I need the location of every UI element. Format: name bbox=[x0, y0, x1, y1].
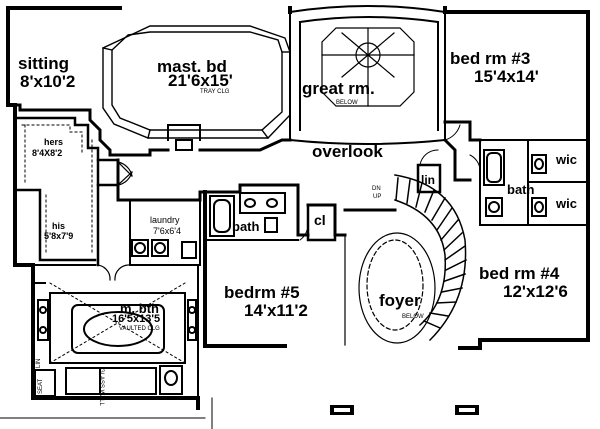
room-label-bed5: bedrm #5 bbox=[224, 283, 300, 302]
great-room-ceiling-motif bbox=[321, 27, 415, 107]
curved-stair bbox=[394, 174, 468, 342]
room-label-linen: lin bbox=[421, 173, 435, 187]
room-label-hers: hers bbox=[44, 137, 64, 147]
room-label-bath-center: bath bbox=[232, 219, 260, 234]
fixture-seat: SEAT bbox=[38, 378, 44, 394]
closet-walls bbox=[13, 116, 120, 267]
room-label-bed4: bed rm #4 bbox=[479, 264, 560, 283]
stair-label-dn: DN bbox=[372, 186, 381, 192]
room-note-master-bed: TRAY CLG bbox=[200, 89, 230, 95]
room-note-great-room: BELOW bbox=[336, 100, 358, 106]
room-note-foyer: BELOW bbox=[402, 314, 424, 320]
room-dim-bed4: 12'x12'6 bbox=[503, 282, 568, 301]
wall-openings-inner bbox=[334, 408, 475, 412]
room-dim-bed5: 14'x11'2 bbox=[244, 301, 308, 320]
room-label-wic-top: wic bbox=[556, 152, 577, 167]
closet-rods bbox=[21, 124, 93, 256]
room-label-sitting: sitting bbox=[18, 54, 69, 73]
outer-trim bbox=[0, 397, 213, 429]
center-bath bbox=[204, 192, 299, 241]
room-label-bath-right: bath bbox=[507, 182, 535, 197]
room-label-laundry: laundry bbox=[150, 215, 180, 225]
room-label-foyer: foyer bbox=[379, 291, 421, 310]
room-dim-master-bed: 21'6x15' bbox=[168, 71, 233, 90]
master-bath-doors bbox=[94, 264, 131, 281]
room-label-wic-bottom: wic bbox=[556, 196, 577, 211]
right-bath bbox=[479, 139, 589, 226]
room-label-great-room: great rm. bbox=[302, 79, 375, 98]
room-label-overlook: overlook bbox=[312, 142, 383, 161]
great-room bbox=[288, 5, 447, 145]
fixture-glass-wall: GLASS WALL bbox=[98, 368, 104, 406]
master-bed-tray-ceiling bbox=[102, 25, 291, 139]
room-dim-hers: 8'4X8'2 bbox=[32, 148, 63, 158]
room-label-master-bath: m. bth bbox=[120, 301, 159, 316]
wall-openings bbox=[330, 405, 479, 415]
foyer-ceiling bbox=[344, 232, 436, 346]
room-label-closet: cl bbox=[314, 212, 326, 228]
room-label-his: his bbox=[52, 221, 66, 231]
room-dim-his: 5'8x7'9 bbox=[44, 231, 74, 241]
fixture-lin: LIN bbox=[36, 358, 42, 368]
room-label-master-bed: mast. bd bbox=[157, 57, 227, 76]
room-label-bed3: bed rm #3 bbox=[450, 49, 531, 68]
master-bath-vault bbox=[49, 282, 186, 364]
fireplace bbox=[167, 124, 201, 151]
hall-doors bbox=[117, 161, 133, 186]
room-dim-master-bath: 16'5x13'5 bbox=[112, 313, 161, 325]
room-note-master-bath: VAULTED CLG bbox=[119, 326, 160, 332]
master-bath bbox=[32, 264, 199, 399]
room-dim-bed3: 15'4x14' bbox=[474, 67, 539, 86]
room-dim-sitting: 8'x10'2 bbox=[20, 72, 76, 91]
room-dim-laundry: 7'6x6'4 bbox=[153, 226, 181, 236]
stair-label-up: UP bbox=[373, 194, 382, 200]
overlook-walls bbox=[6, 103, 482, 237]
